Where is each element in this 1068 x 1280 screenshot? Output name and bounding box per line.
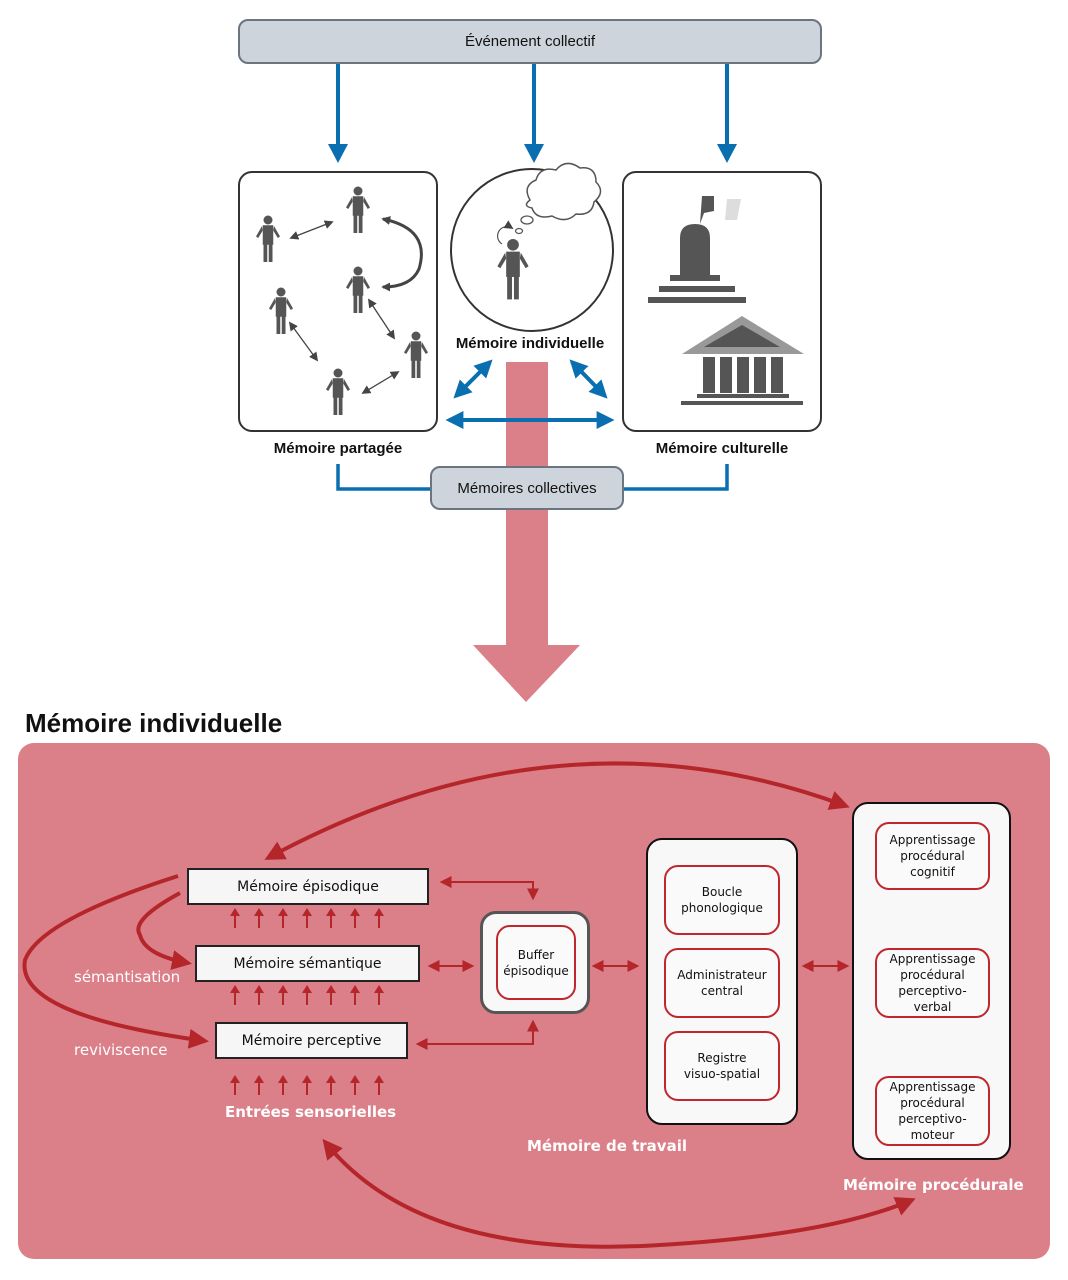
- component-line: perceptivo-: [898, 984, 967, 998]
- collective-memories-box: Mémoires collectives: [430, 466, 624, 510]
- semantic-memory-box: Mémoire sémantique: [195, 945, 420, 982]
- component-line: Administrateur: [677, 968, 767, 982]
- shared-memory-frame: [238, 171, 438, 432]
- upward-arrow-rows: [230, 908, 384, 1095]
- component-line: phonologique: [681, 901, 763, 915]
- component-line: procédural: [900, 849, 965, 863]
- component-line: Registre: [697, 1051, 747, 1065]
- cultural-memory-frame: [622, 171, 822, 432]
- cultural-memory-label: Mémoire culturelle: [655, 440, 789, 457]
- reviviscence-label: reviviscence: [74, 1041, 168, 1059]
- up-arrow-head: [326, 985, 336, 993]
- perceptivo-verbal-box: Apprentissage procédural perceptivo- ver…: [875, 948, 990, 1018]
- sensory-inputs-label: Entrées sensorielles: [225, 1103, 397, 1121]
- up-arrow-head: [254, 908, 264, 916]
- up-arrow-head: [326, 1075, 336, 1083]
- up-arrow-head: [302, 985, 312, 993]
- up-arrow-head: [374, 908, 384, 916]
- up-arrow-head: [374, 985, 384, 993]
- arrow-head: [524, 144, 544, 163]
- perceptive-memory-label: Mémoire perceptive: [241, 1032, 382, 1049]
- up-arrow-head: [254, 985, 264, 993]
- semantisation-label: sémantisation: [74, 968, 181, 986]
- up-arrow-head: [302, 908, 312, 916]
- arrow-head: [717, 144, 737, 163]
- collective-bracket: [336, 464, 729, 491]
- up-arrow-head: [278, 908, 288, 916]
- up-arrow-head: [302, 1075, 312, 1083]
- up-arrow-head: [350, 1075, 360, 1083]
- perceptive-memory-box: Mémoire perceptive: [215, 1022, 408, 1059]
- up-arrow-head: [230, 1075, 240, 1083]
- component-line: visuo-spatial: [683, 1067, 761, 1081]
- up-arrow-head: [278, 1075, 288, 1083]
- collective-event-box: Événement collectif: [238, 19, 822, 64]
- person-icon: [496, 220, 529, 300]
- buffer-line2: épisodique: [503, 963, 569, 978]
- buffer-line1: Buffer: [517, 947, 555, 962]
- episodic-memory-label: Mémoire épisodique: [237, 878, 379, 895]
- component-line: perceptivo-: [898, 1112, 967, 1126]
- up-arrow-head: [230, 985, 240, 993]
- episodic-buffer-box: Buffer épisodique: [496, 925, 576, 1000]
- museum-icon: [681, 316, 804, 405]
- component-line: Apprentissage: [889, 833, 976, 847]
- central-executive-box: Administrateur central: [664, 948, 780, 1018]
- collective-event-label: Événement collectif: [464, 33, 596, 50]
- component-line: Apprentissage: [889, 1080, 976, 1094]
- cognitive-procedural-box: Apprentissage procédural cognitif: [875, 822, 990, 890]
- component-line: Boucle: [701, 885, 743, 899]
- event-down-arrows: [328, 64, 737, 163]
- section-title: Mémoire individuelle: [25, 708, 283, 738]
- perceptivo-motor-box: Apprentissage procédural perceptivo- mot…: [875, 1076, 990, 1146]
- episodic-memory-box: Mémoire épisodique: [187, 868, 429, 905]
- up-arrow-head: [326, 908, 336, 916]
- component-line: Apprentissage: [889, 952, 976, 966]
- up-arrow-head: [230, 908, 240, 916]
- episodic-buffer-frame: Buffer épisodique: [480, 911, 590, 1014]
- working-memory-frame: Boucle phonologique Administrateur centr…: [646, 838, 798, 1125]
- up-arrow-head: [350, 985, 360, 993]
- arrow-head: [328, 144, 348, 163]
- semantic-memory-label: Mémoire sémantique: [233, 955, 382, 972]
- collective-memories-label: Mémoires collectives: [457, 479, 597, 497]
- component-line: central: [701, 984, 743, 998]
- up-arrow-head: [374, 1075, 384, 1083]
- up-arrow-head: [278, 985, 288, 993]
- sensory-procedural-arrow: [322, 1138, 916, 1249]
- up-arrow-head: [350, 908, 360, 916]
- component-line: moteur: [910, 1128, 955, 1142]
- buffer-connectors: [415, 876, 850, 1050]
- up-arrow-head: [254, 1075, 264, 1083]
- working-memory-label: Mémoire de travail: [527, 1137, 687, 1155]
- reviviscence-arrow: [22, 874, 209, 1049]
- collective-interaction-arrows: [445, 359, 615, 429]
- shared-memory-people: [256, 186, 428, 415]
- component-line: procédural: [900, 1096, 965, 1110]
- monument-icon: [648, 196, 746, 303]
- component-line: verbal: [913, 1000, 952, 1014]
- procedural-memory-frame: Apprentissage procédural cognitif Appren…: [852, 802, 1011, 1160]
- thought-cloud-icon: [514, 162, 602, 235]
- visuospatial-sketchpad-box: Registre visuo-spatial: [664, 1031, 780, 1101]
- component-line: procédural: [900, 968, 965, 982]
- procedural-memory-label: Mémoire procédurale: [843, 1176, 1024, 1194]
- individual-memory-label: Mémoire individuelle: [455, 335, 605, 352]
- phonological-loop-box: Boucle phonologique: [664, 865, 780, 935]
- episodic-procedural-arrow: [264, 761, 850, 860]
- component-line: cognitif: [910, 865, 955, 879]
- shared-memory-label: Mémoire partagée: [273, 440, 403, 457]
- semantisation-arrow: [136, 891, 192, 970]
- big-pink-down-arrow: [473, 362, 580, 702]
